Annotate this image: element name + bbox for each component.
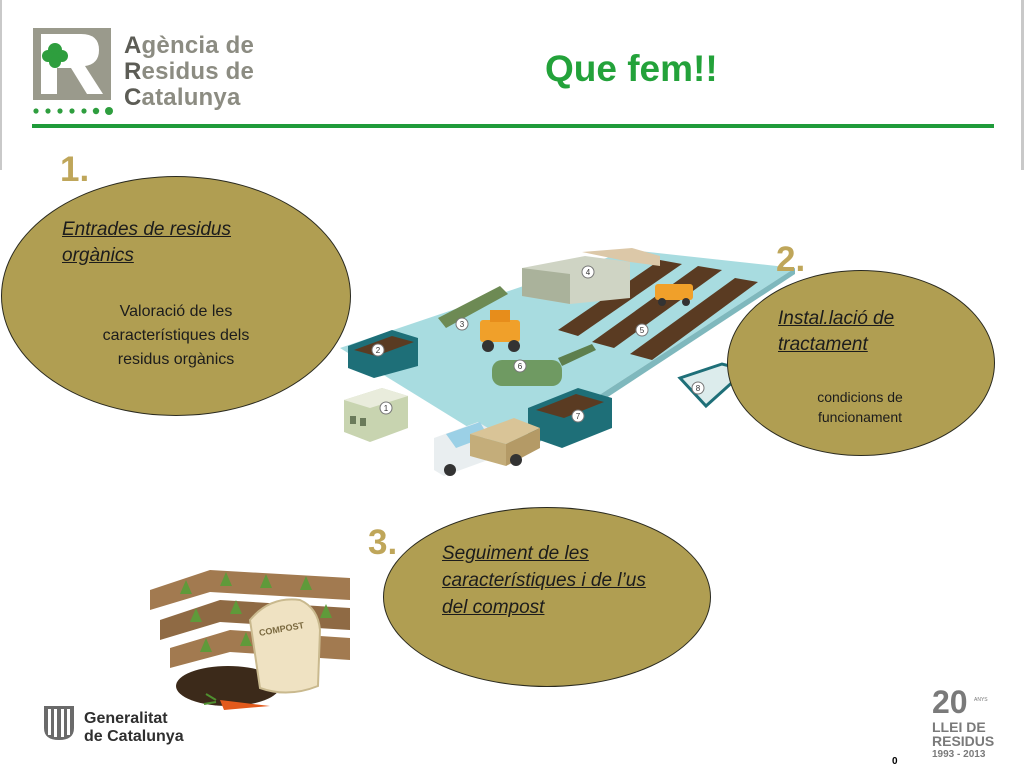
step-2-number: 2.	[776, 240, 806, 279]
arc-logo-mark	[33, 28, 111, 100]
generalitat-text: Generalitat de Catalunya	[84, 710, 184, 745]
svg-text:5: 5	[640, 326, 645, 335]
soil-pile	[176, 666, 280, 706]
step-1-title: Entrades de residus orgànics	[62, 219, 231, 266]
plant-floor	[340, 250, 795, 453]
svg-text:20: 20	[932, 684, 968, 719]
svg-text:ANYS: ANYS	[974, 697, 988, 703]
step-2-subtitle: condicions de funcionament	[817, 389, 903, 425]
step-1-bubble	[1, 176, 351, 416]
svg-text:1: 1	[384, 404, 389, 413]
office-building: 1	[344, 388, 408, 442]
svg-text:4: 4	[586, 268, 591, 277]
header-band	[0, 0, 1024, 170]
turner-vehicle	[655, 284, 693, 306]
llei-residus-mark: LLEI DE RESIDUS 1993 - 2013	[932, 719, 995, 760]
step-1-number: 1.	[60, 150, 90, 189]
svg-text:7: 7	[576, 412, 581, 421]
svg-text:2: 2	[376, 346, 381, 355]
step-2-bubble	[727, 270, 995, 456]
furrow	[150, 570, 350, 610]
generalitat-shield-icon	[44, 706, 74, 745]
anniversary-20-mark: 20 ANYS	[930, 683, 994, 724]
step-1-subtitle: Valoració de les característiques dels r…	[102, 303, 250, 368]
carrot	[220, 700, 270, 710]
loader-vehicle	[480, 310, 520, 352]
compost-sack	[248, 598, 322, 694]
composting-plant-illustration: 4 3 2 6 7 8	[330, 238, 800, 493]
step-2-title: Instal.lació de tractament	[778, 308, 895, 355]
compost-illustration: COMPOST	[150, 560, 355, 720]
logo-dots	[32, 104, 116, 123]
svg-text:8: 8	[696, 384, 701, 393]
step-3-title: Seguiment de les característiques i de l…	[442, 543, 646, 618]
delivery-truck	[434, 418, 540, 476]
title-divider	[32, 124, 994, 128]
step-3-number: 3.	[368, 523, 398, 562]
slide-edge-left	[0, 0, 2, 170]
svg-text:6: 6	[518, 362, 523, 371]
slide-edge-right	[1021, 0, 1024, 170]
step-3-bubble	[383, 507, 711, 687]
arc-logo-text: Agència de Residus de Catalunya	[124, 32, 255, 111]
conveyor	[438, 286, 508, 328]
screening-machine: 6	[492, 344, 596, 386]
slide-title: Que fem!!	[545, 48, 718, 89]
windrow	[630, 278, 758, 360]
page-number: 0	[892, 756, 898, 767]
svg-text:3: 3	[460, 320, 465, 329]
